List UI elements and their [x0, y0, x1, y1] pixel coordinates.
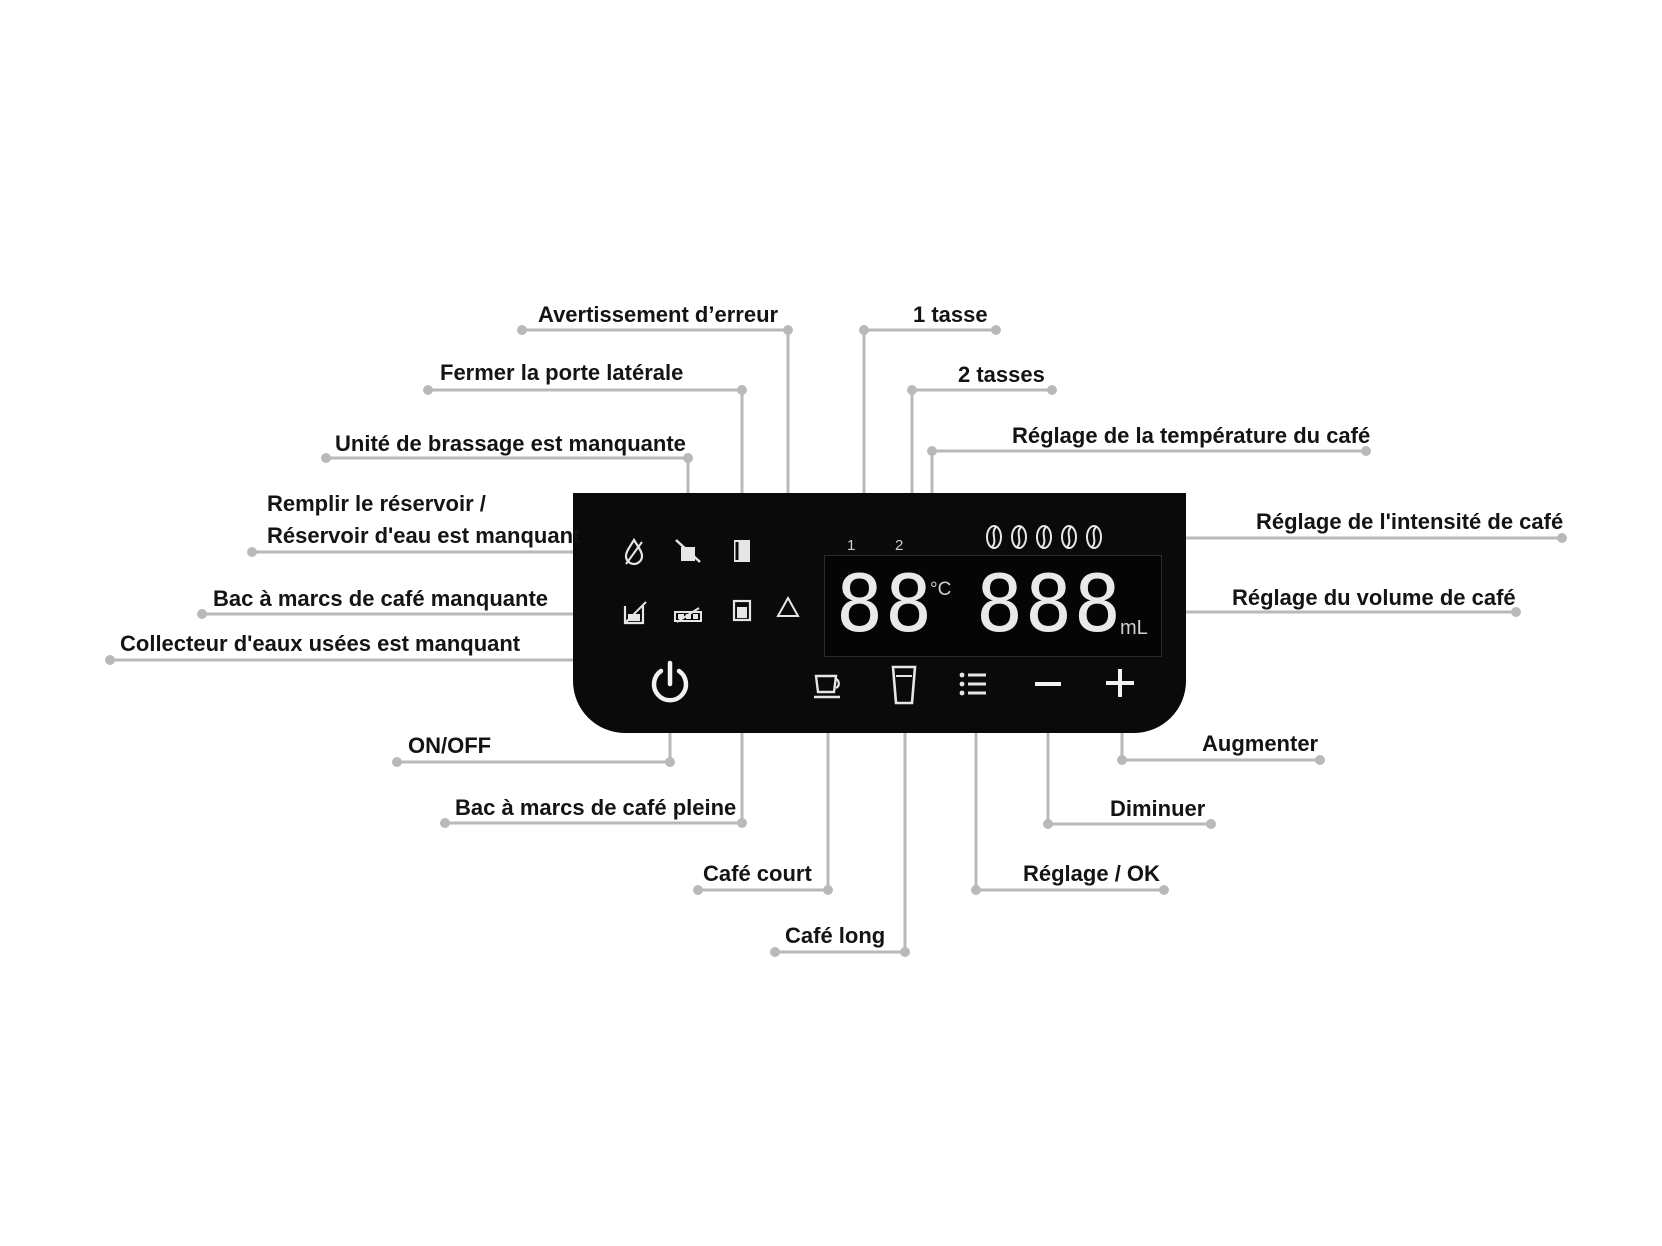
warning-icon [776, 595, 800, 618]
label-une-tasse: 1 tasse [913, 302, 988, 327]
leader-dot [971, 885, 981, 895]
label-reglage-ok: Réglage / OK [1023, 861, 1160, 886]
leader-dot [900, 947, 910, 957]
label-bac-manquante: Bac à marcs de café manquante [213, 586, 549, 611]
leader-dot [197, 609, 207, 619]
label-deux-tasses: 2 tasses [958, 362, 1045, 387]
leader-dot [247, 547, 257, 557]
leader-dot [423, 385, 433, 395]
coffee-bean-icon [1036, 525, 1052, 549]
leader-dot [517, 325, 527, 335]
leader-dot [770, 947, 780, 957]
label-intensite: Réglage de l'intensité de café [1256, 509, 1564, 534]
label-on-off: ON/OFF [408, 733, 492, 758]
intensity-indicator [985, 524, 1105, 552]
leader-dot [1557, 533, 1567, 543]
label-augmenter: Augmenter [1202, 731, 1319, 756]
cup-two-indicator: 2 [895, 537, 904, 554]
grounds-container-icon [622, 600, 648, 626]
leader-dot [1043, 819, 1053, 829]
leader-dot [927, 446, 937, 456]
leader-dot [1117, 755, 1127, 765]
label-volume: Réglage du volume de café [1232, 585, 1516, 610]
grounds-full-icon [732, 598, 752, 622]
leader-dot [859, 325, 869, 335]
leader-dot [665, 757, 675, 767]
leader-dot [737, 385, 747, 395]
leader-dot [693, 885, 703, 895]
label-cafe-long: Café long [785, 923, 886, 948]
label-fermer-porte: Fermer la porte latérale [440, 360, 684, 385]
leader-dot [1315, 755, 1325, 765]
lcd-display [824, 555, 1162, 657]
coffee-bean-icon [1011, 525, 1027, 549]
volume-unit: mL [1120, 617, 1148, 639]
plus-icon[interactable] [1103, 666, 1137, 700]
small-cup-icon[interactable] [812, 670, 848, 702]
leader-dot [823, 885, 833, 895]
label-remplir-2: Réservoir d'eau est manquant [267, 523, 581, 548]
leader-dot [1511, 607, 1521, 617]
cup-one-indicator: 1 [847, 537, 856, 554]
side-door-icon [732, 538, 752, 564]
label-temperature: Réglage de la température du café [1012, 423, 1371, 448]
label-collecteur: Collecteur d'eaux usées est manquant [120, 631, 521, 656]
label-diminuer: Diminuer [1110, 796, 1206, 821]
water-drop-icon [622, 537, 646, 566]
temperature-readout: 88 [836, 560, 934, 650]
leader-dot [783, 325, 793, 335]
label-bac-pleine: Bac à marcs de café pleine [455, 795, 737, 820]
coffee-bean-icon [986, 525, 1002, 549]
label-remplir-1: Remplir le réservoir / [267, 491, 486, 516]
tall-glass-icon[interactable] [890, 664, 918, 706]
minus-icon[interactable] [1032, 668, 1064, 700]
volume-readout: 888 [976, 560, 1123, 650]
coffee-bean-icon [1086, 525, 1102, 549]
leader-dot [440, 818, 450, 828]
leader-dot [907, 385, 917, 395]
leader-dot [321, 453, 331, 463]
leader-dot [1047, 385, 1057, 395]
brew-unit-icon [674, 538, 702, 564]
leader-dot [392, 757, 402, 767]
leader-dot [1206, 819, 1216, 829]
temperature-unit: °C [930, 579, 952, 600]
menu-icon[interactable] [958, 670, 988, 698]
label-cafe-court: Café court [703, 861, 812, 886]
leader-dot [683, 453, 693, 463]
leader-dot [105, 655, 115, 665]
label-avertissement: Avertissement d’erreur [538, 302, 779, 327]
power-icon[interactable] [648, 660, 692, 708]
leader-dot [737, 818, 747, 828]
leader-cafe-long [775, 720, 907, 954]
coffee-bean-icon [1061, 525, 1077, 549]
drip-tray-icon [673, 604, 703, 624]
leader-dot [991, 325, 1001, 335]
leader-dot [1159, 885, 1169, 895]
label-unite-brassage: Unité de brassage est manquante [335, 431, 686, 456]
leader-dot [1361, 446, 1371, 456]
